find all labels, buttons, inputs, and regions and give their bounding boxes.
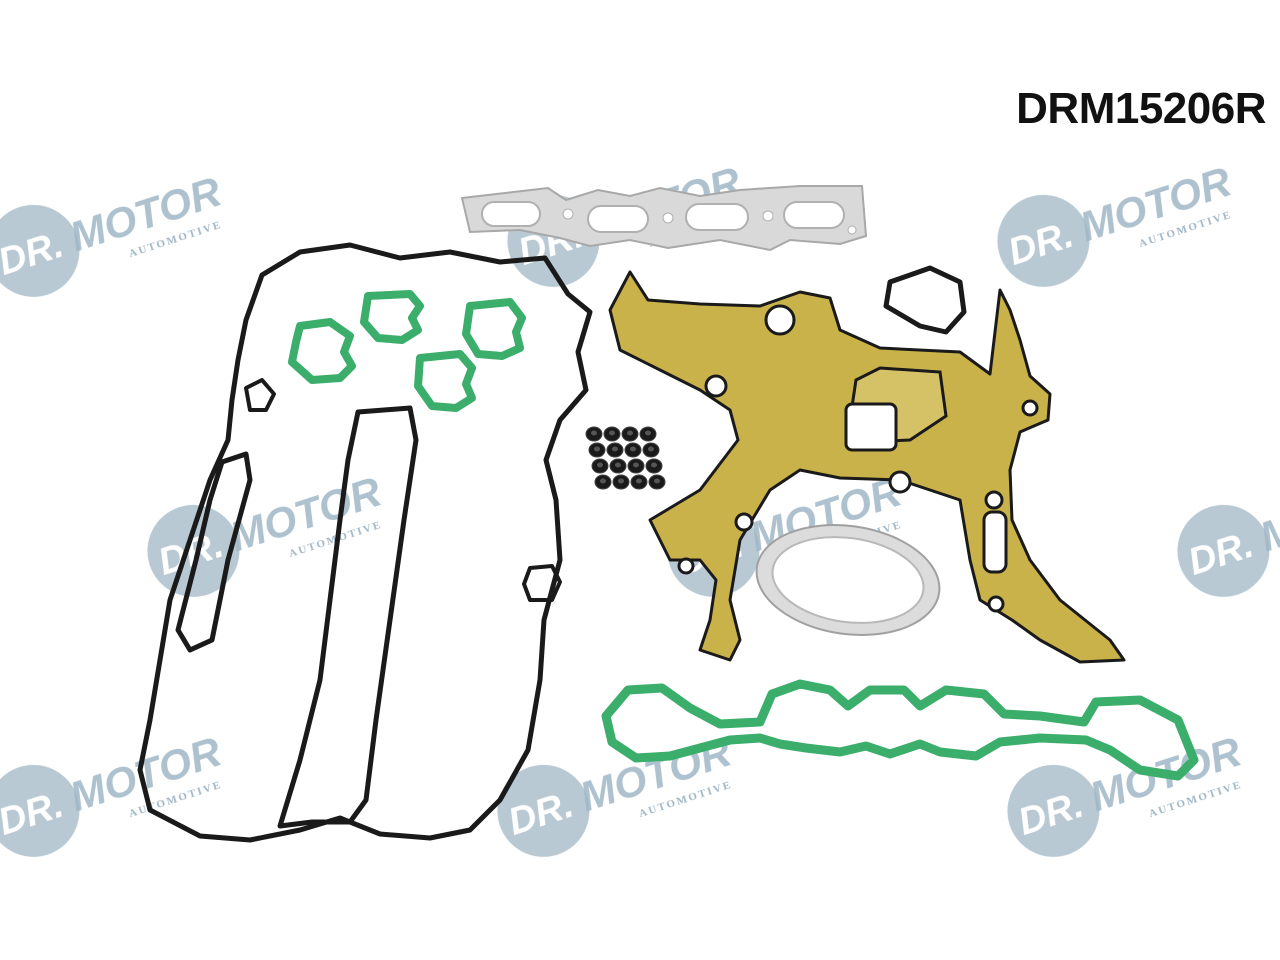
- part-number-label: DRM15206R: [1016, 84, 1266, 133]
- valve-stem-seals: [585, 426, 666, 490]
- valve-stem-seal-bore: [612, 446, 618, 452]
- water-pump-o-ring: [883, 265, 967, 335]
- valve-stem-seal-bore: [627, 430, 633, 436]
- valve-stem-seal-bore: [651, 462, 657, 468]
- valve-stem-seal-bore: [591, 430, 597, 436]
- valve-stem-seal-bore: [630, 446, 636, 452]
- valve-stem-seal-bore: [597, 462, 603, 468]
- valve-stem-seal-bore: [645, 430, 651, 436]
- intake-manifold-gasket: [601, 679, 1199, 781]
- valve-stem-seal-bore: [600, 478, 606, 484]
- valve-stem-seal-bore: [648, 446, 654, 452]
- timing-cover-gasket: [608, 270, 1126, 664]
- valve-cover-gasket: [137, 242, 593, 843]
- round-flange-gasket: [755, 524, 941, 636]
- valve-stem-seal-bore: [633, 462, 639, 468]
- valve-stem-seal-bore: [609, 430, 615, 436]
- valve-stem-seal-bore: [618, 478, 624, 484]
- intake-port-seals: [288, 290, 526, 412]
- exhaust-manifold-gasket: [460, 185, 868, 252]
- valve-stem-seal-bore: [654, 478, 660, 484]
- valve-stem-seal-bore: [615, 462, 621, 468]
- valve-stem-seal-bore: [636, 478, 642, 484]
- valve-stem-seal-bore: [594, 446, 600, 452]
